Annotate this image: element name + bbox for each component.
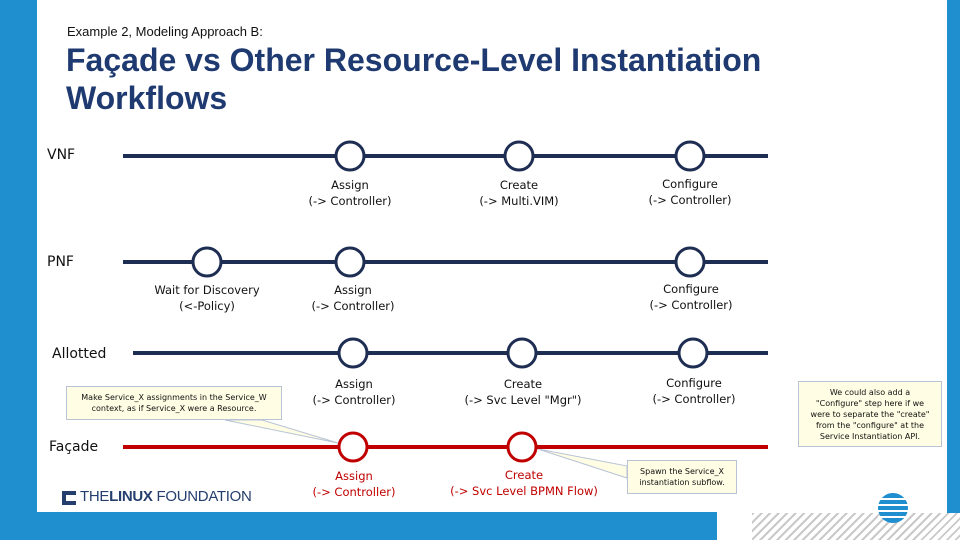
track-label-pnf: PNF (47, 254, 74, 270)
track-label-vnf: VNF (47, 147, 76, 163)
allotted-create-node (506, 337, 538, 369)
allotted-assign-label: Assign(-> Controller) (312, 377, 396, 407)
callout-pointer-service-x (224, 419, 339, 444)
pnf-configure-label: Configure(-> Controller) (649, 282, 733, 312)
track-label-facade: Façade (49, 439, 99, 455)
linux-foundation-logo-icon (62, 491, 76, 505)
linux-foundation-logo: THELINUX FOUNDATION (80, 488, 252, 505)
facade-assign-label: Assign(-> Controller) (312, 469, 396, 499)
pnf-wait-label: Wait for Discovery(<-Policy) (154, 283, 260, 313)
vnf-configure-node (674, 140, 706, 172)
vnf-configure-label: Configure(-> Controller) (648, 177, 732, 207)
callout-service-x: Make Service_X assignments in the Servic… (66, 386, 282, 420)
vnf-create-label: Create(-> Multi.VIM) (479, 178, 559, 208)
slide-title: Façade vs Other Resource-Level Instantia… (66, 42, 762, 116)
allotted-configure-node (677, 337, 709, 369)
vnf-create-node (503, 140, 535, 172)
pnf-configure-node (674, 246, 706, 278)
pnf-assign-node (334, 246, 366, 278)
pnf-assign-label: Assign(-> Controller) (311, 283, 395, 313)
att-globe-icon (878, 493, 908, 523)
facade-create-node (506, 431, 538, 463)
right-accent-bar (947, 0, 960, 540)
bottom-accent-bar (37, 512, 717, 540)
pnf-wait-node (191, 246, 223, 278)
allotted-configure-label: Configure(-> Controller) (652, 376, 736, 406)
allotted-create-label: Create(-> Svc Level "Mgr") (464, 377, 582, 407)
hatch-pattern (752, 513, 960, 540)
facade-assign-node (337, 431, 369, 463)
example-label: Example 2, Modeling Approach B: (67, 24, 263, 39)
left-accent-bar (0, 0, 37, 540)
track-label-allotted: Allotted (52, 346, 107, 362)
callout-configure-note: We could also add a"Configure" step here… (798, 381, 942, 447)
facade-create-label: Create(-> Svc Level BPMN Flow) (450, 468, 598, 498)
vnf-assign-node (334, 140, 366, 172)
allotted-assign-node (337, 337, 369, 369)
vnf-assign-label: Assign(-> Controller) (308, 178, 392, 208)
